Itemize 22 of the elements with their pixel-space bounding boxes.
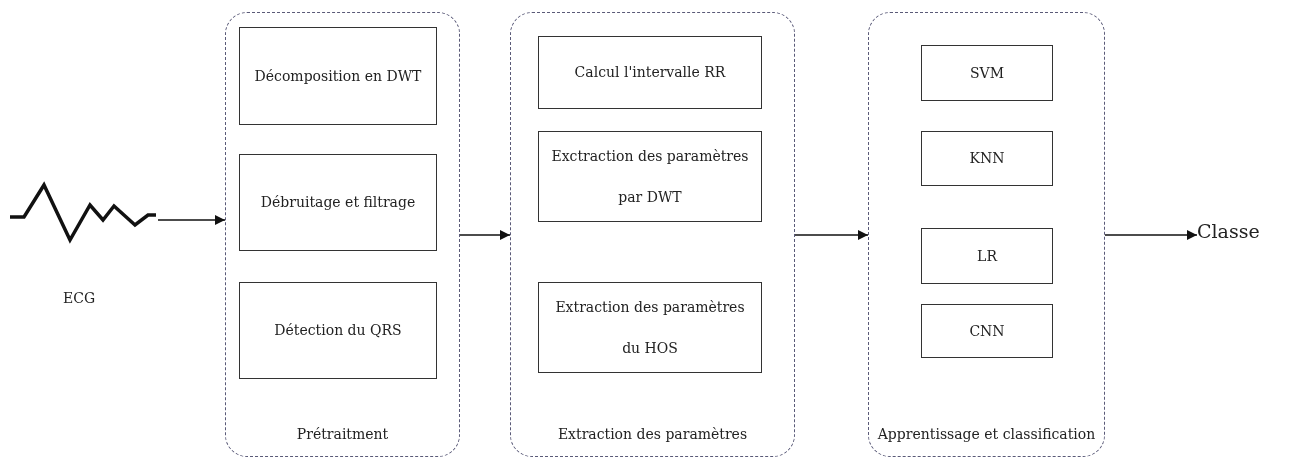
process-box: Extraction des paramètres du HOS [538, 282, 762, 373]
arrow [459, 230, 511, 240]
dashed-group-frame [868, 12, 1105, 457]
process-box: SVM [921, 45, 1053, 101]
dashed-group-frame [225, 12, 460, 457]
process-box: Détection du QRS [239, 282, 437, 379]
group-title: Apprentissage et classification [876, 426, 1097, 442]
process-box: Calcul l'intervalle RR [538, 36, 762, 109]
process-box: Débruitage et filtrage [239, 154, 437, 251]
process-box: Exctraction des paramètres par DWT [538, 131, 762, 222]
group-title: Extraction des paramètres [556, 426, 749, 442]
signal-label: ECG [63, 290, 96, 306]
arrow [157, 215, 226, 225]
process-box: CNN [921, 304, 1053, 358]
output-label: Classe [1197, 220, 1260, 242]
process-box: LR [921, 228, 1053, 284]
process-box: Décomposition en DWT [239, 27, 437, 125]
arrow [794, 230, 869, 240]
group-title: Prétraitment [295, 426, 390, 442]
dashed-group-frame [510, 12, 795, 457]
arrow [1104, 230, 1198, 240]
process-box: KNN [921, 131, 1053, 186]
